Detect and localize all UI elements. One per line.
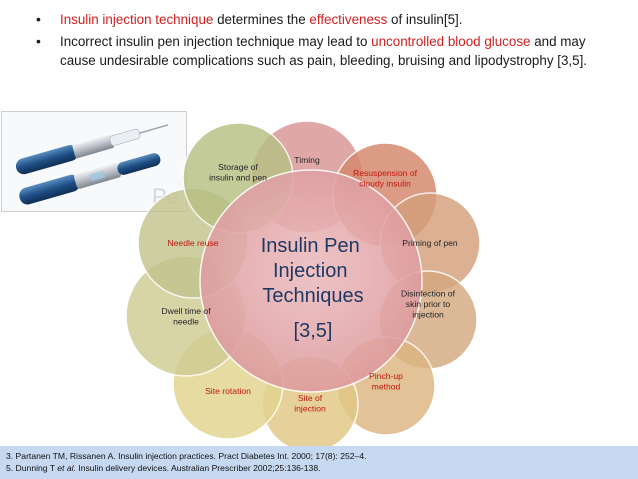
bullet-item: • Insulin injection technique determines… [30, 10, 620, 29]
petal-label-line: insulin and pen [209, 172, 267, 182]
petal-label: Site rotation [205, 386, 251, 396]
bullet-highlight: Insulin injection technique [60, 12, 214, 27]
bullet-text: and may cause undesirable complications … [60, 34, 588, 68]
petal-label-line: needle [173, 316, 199, 326]
reference-text: Insulin delivery devices. Australian Pre… [75, 463, 321, 473]
references-bar: 3. Partanen TM, Rissanen A. Insulin inje… [0, 446, 638, 479]
petal-label-line: method [372, 381, 401, 391]
petal-label-line: injection [412, 310, 444, 320]
petal-label-line: Resuspension of [353, 168, 418, 178]
reference-text: 3. Partanen TM, Rissanen A. Insulin inje… [6, 451, 367, 461]
petal-label-line: Timing [294, 155, 320, 165]
center-circle-shape [199, 169, 423, 393]
bullet-text: of insulin[5]. [387, 12, 463, 27]
petal-label-line: injection [294, 403, 326, 413]
petal-label-line: Storage of [218, 162, 258, 172]
reference-item: 3. Partanen TM, Rissanen A. Insulin inje… [6, 450, 638, 462]
petal-label-line: Site rotation [205, 386, 251, 396]
petal-label-line: Disinfection of [401, 289, 456, 299]
bullet-dot: • [36, 33, 41, 49]
reference-item: 5. Dunning T et al. Insulin delivery dev… [6, 462, 638, 474]
petal-label: Priming of pen [402, 238, 458, 248]
reference-text: 5. Dunning T [6, 463, 58, 473]
petal-label: Timing [294, 155, 320, 165]
bullet-list: • Insulin injection technique determines… [30, 10, 620, 73]
petal-label: Needle reuse [167, 238, 218, 248]
bullet-highlight: uncontrolled blood glucose [371, 34, 531, 49]
petal-label-line: Pinch-up [369, 371, 403, 381]
center-title-line: Techniques [262, 285, 363, 307]
petal-label-line: skin prior to [406, 299, 451, 309]
bullet-text: determines the [213, 12, 310, 27]
bullet-highlight: effectiveness [309, 12, 388, 27]
bullet-dot: • [36, 11, 41, 27]
reference-italic: et al. [57, 463, 76, 473]
petal-label-line: Needle reuse [167, 238, 218, 248]
center-title-line: Injection [273, 260, 348, 282]
petal-label-line: Dwell time of [161, 306, 211, 316]
bullet-text: Incorrect insulin pen injection techniqu… [60, 34, 372, 49]
bullet-item: • Incorrect insulin pen injection techni… [30, 32, 620, 70]
petal-label-line: Site of [298, 393, 323, 403]
svg-text:Insulin Pen Injection: Insulin Pen Injection Techniques [261, 235, 366, 307]
petal-label-line: cloudy insulin [359, 178, 411, 188]
center-reference: [3,5] [294, 320, 333, 342]
petal-label-line: Priming of pen [402, 238, 458, 248]
central-circle: Insulin Pen Injection Techniques [3,5] [199, 169, 423, 393]
center-title-line: Insulin Pen [261, 235, 360, 257]
